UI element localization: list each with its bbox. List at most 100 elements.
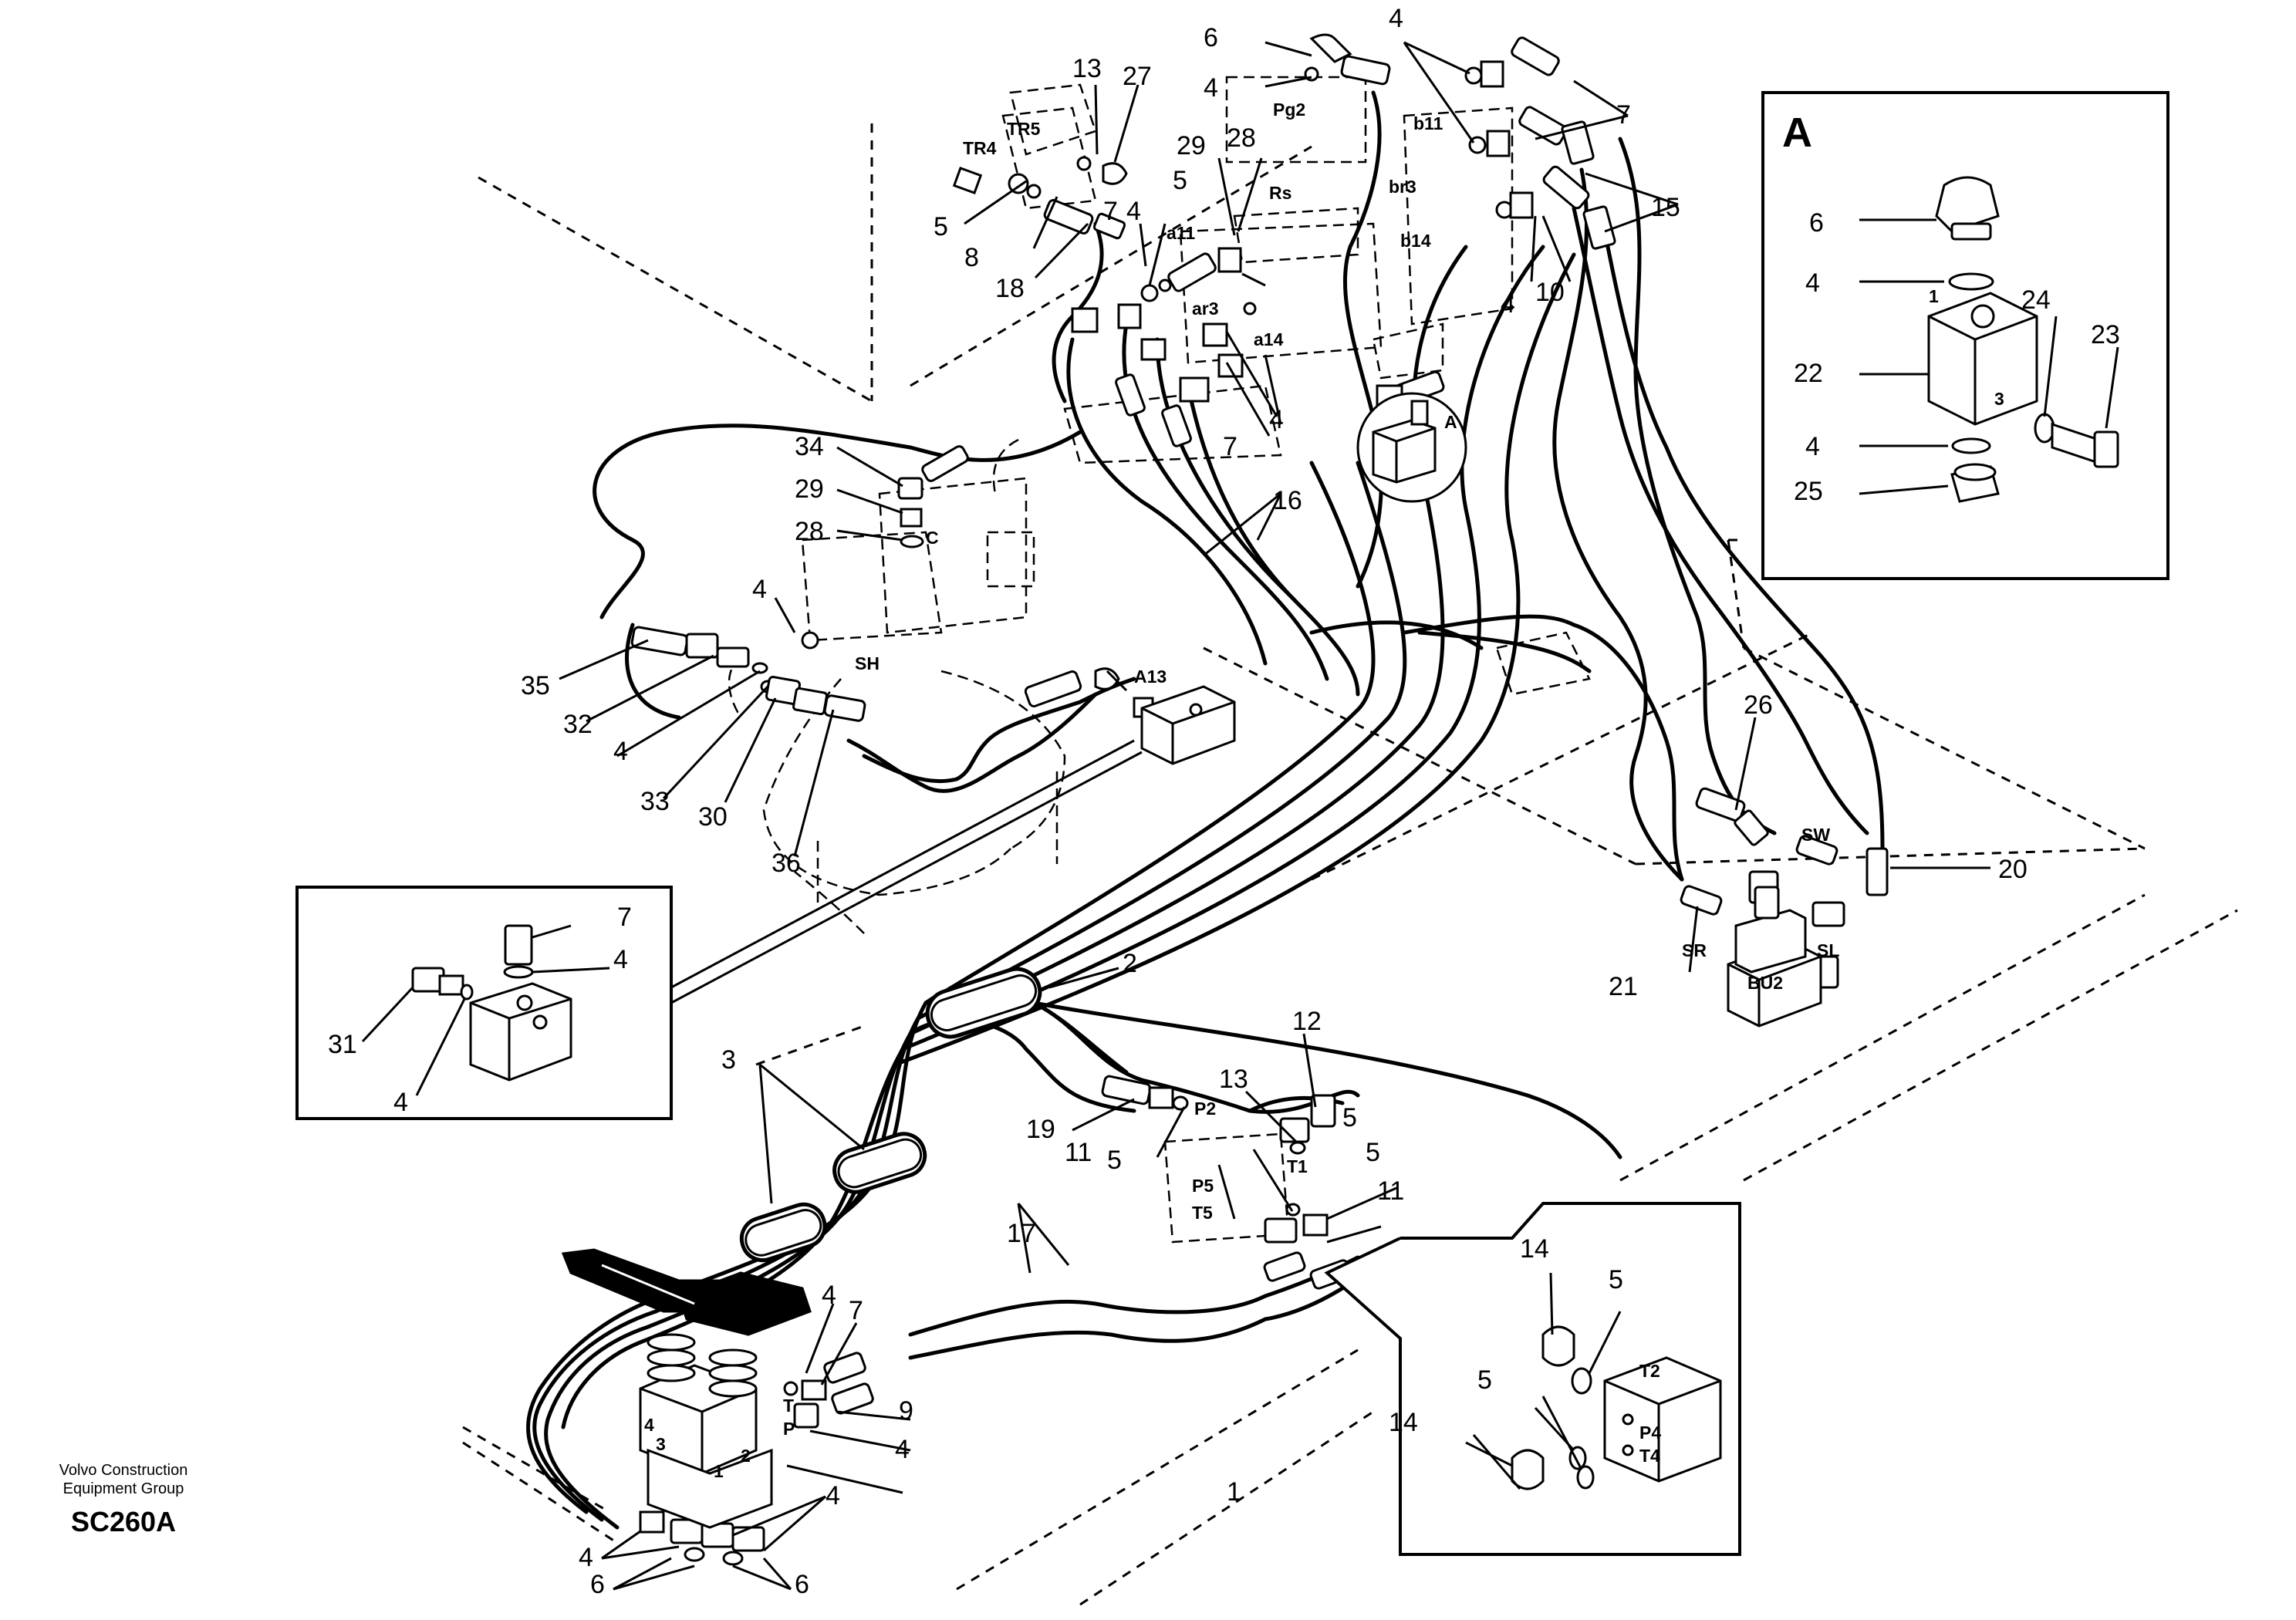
part-label-6-b: 6	[1809, 208, 1824, 238]
vendor-line-2: Equipment Group	[63, 1480, 184, 1497]
part-label-7: 7	[1616, 100, 1631, 130]
part-label-10: 10	[1535, 278, 1565, 307]
part-label-5-c: 5	[1366, 1138, 1380, 1167]
part-label-7-e: 7	[849, 1296, 863, 1325]
part-label-4-n: 4	[826, 1481, 840, 1510]
detail-box-left	[295, 739, 1143, 1120]
part-label-20: 20	[1998, 855, 2028, 884]
port-label-p5: P5	[1192, 1176, 1214, 1196]
port-label-tr5: TR5	[1007, 119, 1041, 139]
part-label-7-d: 7	[617, 903, 632, 932]
part-label-9: 9	[899, 1396, 913, 1426]
part-label-3: 3	[721, 1045, 736, 1075]
part-labels: 1 2 3 4 5 6 7 8 9 10 11 12 13 14 15 16 1…	[328, 4, 2120, 1599]
part-label-7-b: 7	[1103, 197, 1118, 226]
part-label-27: 27	[1123, 62, 1152, 91]
port-label-p2: P2	[1194, 1099, 1216, 1119]
port-label-a14: a14	[1254, 329, 1284, 349]
port-label-t4: T4	[1639, 1446, 1660, 1466]
port-label-tr4: TR4	[963, 138, 997, 158]
port-label-b11: b11	[1413, 113, 1443, 133]
port-label-rs: Rs	[1269, 183, 1292, 203]
part-label-35: 35	[521, 671, 550, 700]
part-label-15: 15	[1651, 193, 1680, 222]
part-label-5-g: 5	[1342, 1103, 1357, 1132]
port-label-sr: SR	[1682, 940, 1707, 960]
part-label-33: 33	[640, 787, 670, 816]
port-label-ar3: ar3	[1192, 299, 1219, 319]
hose-clamps	[739, 967, 1042, 1263]
part-label-30: 30	[698, 802, 728, 832]
part-label-5-e: 5	[1477, 1365, 1492, 1395]
part-label-4-d: 4	[1501, 289, 1515, 319]
part-label-4-k: 4	[393, 1088, 408, 1117]
part-label-22: 22	[1794, 359, 1823, 388]
footer: Volvo Construction Equipment Group SC260…	[59, 1462, 188, 1537]
part-label-5-f: 5	[1173, 166, 1187, 195]
part-label-19: 19	[1026, 1115, 1055, 1144]
port-label-3-block-a: 3	[1994, 389, 2004, 409]
part-label-21: 21	[1609, 972, 1638, 1001]
vendor-line-1: Volvo Construction	[59, 1462, 188, 1479]
part-label-23: 23	[2091, 320, 2120, 349]
drawing-code: SC260A	[71, 1506, 176, 1537]
port-label-t5: T5	[1192, 1203, 1213, 1223]
port-label-b14: b14	[1400, 231, 1431, 251]
part-label-6-d: 6	[795, 1570, 809, 1599]
leader-lines	[559, 41, 1990, 1591]
port-label-a11: a11	[1167, 223, 1195, 243]
part-label-5-b: 5	[1107, 1146, 1122, 1175]
part-label-14-b: 14	[1389, 1408, 1418, 1437]
part-label-1: 1	[1227, 1477, 1241, 1507]
port-label-sh: SH	[855, 653, 880, 673]
part-label-11-b: 11	[1065, 1138, 1092, 1167]
port-label-a13: A13	[1134, 667, 1167, 687]
port-labels: TR5 TR4 Pg2 b11 br3 b14 Rs a11 ar3 a14 A…	[644, 100, 2004, 1481]
part-label-2: 2	[1123, 949, 1137, 978]
part-label-11: 11	[1377, 1176, 1404, 1206]
part-label-29-b: 29	[1177, 131, 1206, 160]
port-label-1-pedal: 1	[714, 1461, 724, 1481]
part-label-4: 4	[1389, 4, 1403, 33]
dashed-component-outlines	[728, 76, 1591, 1244]
part-label-26: 26	[1744, 690, 1773, 720]
port-label-t2: T2	[1639, 1361, 1660, 1381]
detail-box-right	[1324, 1202, 1741, 1556]
part-label-4-o: 4	[579, 1543, 593, 1572]
part-label-25: 25	[1794, 477, 1823, 506]
port-label-pg2: Pg2	[1273, 100, 1305, 120]
part-label-4-j: 4	[613, 945, 628, 974]
part-label-13-b: 13	[1219, 1065, 1248, 1094]
port-label-sl: SL	[1817, 940, 1839, 960]
detail-box-a: A	[1761, 91, 2169, 580]
port-label-3-pedal: 3	[656, 1434, 666, 1454]
part-label-5: 5	[934, 212, 948, 241]
port-label-t: T	[783, 1396, 794, 1416]
part-label-4-g: 4	[613, 737, 628, 766]
part-label-5-d: 5	[1609, 1265, 1623, 1294]
part-label-4-f: 4	[752, 575, 767, 604]
part-label-6: 6	[1204, 23, 1218, 52]
detail-a-title: A	[1782, 110, 1812, 156]
part-label-34: 34	[795, 432, 824, 461]
port-label-br3: br3	[1389, 177, 1416, 197]
part-label-8: 8	[964, 243, 979, 272]
part-label-31: 31	[328, 1030, 357, 1059]
port-label-p4: P4	[1639, 1423, 1661, 1443]
part-label-29: 29	[795, 474, 824, 504]
part-label-32: 32	[563, 710, 593, 739]
part-label-14: 14	[1520, 1234, 1549, 1264]
port-label-2-pedal: 2	[741, 1446, 751, 1466]
part-label-17: 17	[1007, 1219, 1036, 1248]
part-label-7-c: 7	[1223, 432, 1237, 461]
port-label-sw: SW	[1801, 825, 1830, 845]
part-label-24: 24	[2021, 285, 2051, 315]
port-label-bu2: BU2	[1747, 973, 1783, 993]
part-label-16: 16	[1273, 486, 1302, 515]
part-label-36: 36	[772, 849, 801, 878]
port-label-a: A	[1444, 412, 1457, 432]
port-label-1-block-a: 1	[1929, 286, 1939, 306]
manifold-blocks	[561, 392, 1822, 1529]
part-label-4-b: 4	[1204, 73, 1218, 103]
port-label-c: C	[926, 528, 939, 548]
